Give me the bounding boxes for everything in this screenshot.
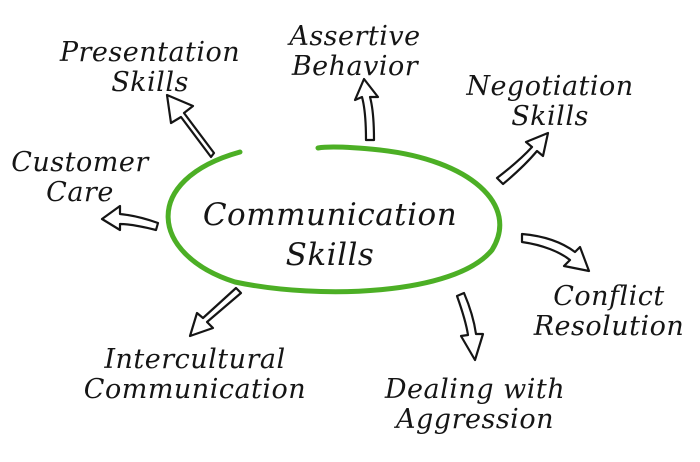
label-customer-care-line2: Care: [46, 177, 114, 208]
arrow-negotiation-skills: [495, 131, 550, 186]
label-dealing-with-aggression: Dealing with Aggression: [360, 375, 590, 435]
label-negotiation-skills: Negotiation Skills: [445, 72, 655, 132]
label-presentation-skills: Presentation Skills: [35, 38, 265, 98]
label-dealing-with-aggression-line1: Dealing with: [384, 374, 566, 405]
arrow-intercultural-communication: [188, 286, 243, 338]
label-presentation-skills-line1: Presentation: [59, 37, 241, 68]
label-intercultural-communication-line1: Intercultural: [104, 344, 286, 375]
label-negotiation-skills-line1: Negotiation: [466, 71, 634, 102]
label-intercultural-communication-line2: Communication: [83, 374, 307, 405]
label-customer-care-line1: Customer: [11, 147, 149, 178]
arrow-presentation-skills: [165, 93, 216, 159]
label-customer-care: Customer Care: [0, 148, 160, 208]
center-ellipse: [165, 144, 503, 295]
label-conflict-resolution-line2: Resolution: [533, 311, 685, 342]
arrow-conflict-resolution: [520, 232, 591, 273]
center-label-line2: Skills: [285, 237, 375, 273]
center-label-line1: Communication: [202, 197, 458, 233]
label-conflict-resolution-line1: Conflict: [553, 281, 665, 312]
arrow-customer-care: [100, 204, 160, 232]
label-negotiation-skills-line2: Skills: [511, 101, 589, 132]
label-assertive-behavior: Assertive Behavior: [265, 22, 445, 82]
label-assertive-behavior-line2: Behavior: [291, 51, 419, 82]
arrow-dealing-with-aggression: [455, 291, 485, 362]
label-assertive-behavior-line1: Assertive: [289, 21, 421, 52]
arrow-assertive-behavior: [353, 77, 380, 142]
label-intercultural-communication: Intercultural Communication: [55, 345, 335, 405]
label-dealing-with-aggression-line2: Aggression: [396, 404, 554, 435]
center-label: Communication Skills: [175, 195, 485, 275]
label-conflict-resolution: Conflict Resolution: [520, 282, 698, 342]
label-presentation-skills-line2: Skills: [111, 67, 189, 98]
